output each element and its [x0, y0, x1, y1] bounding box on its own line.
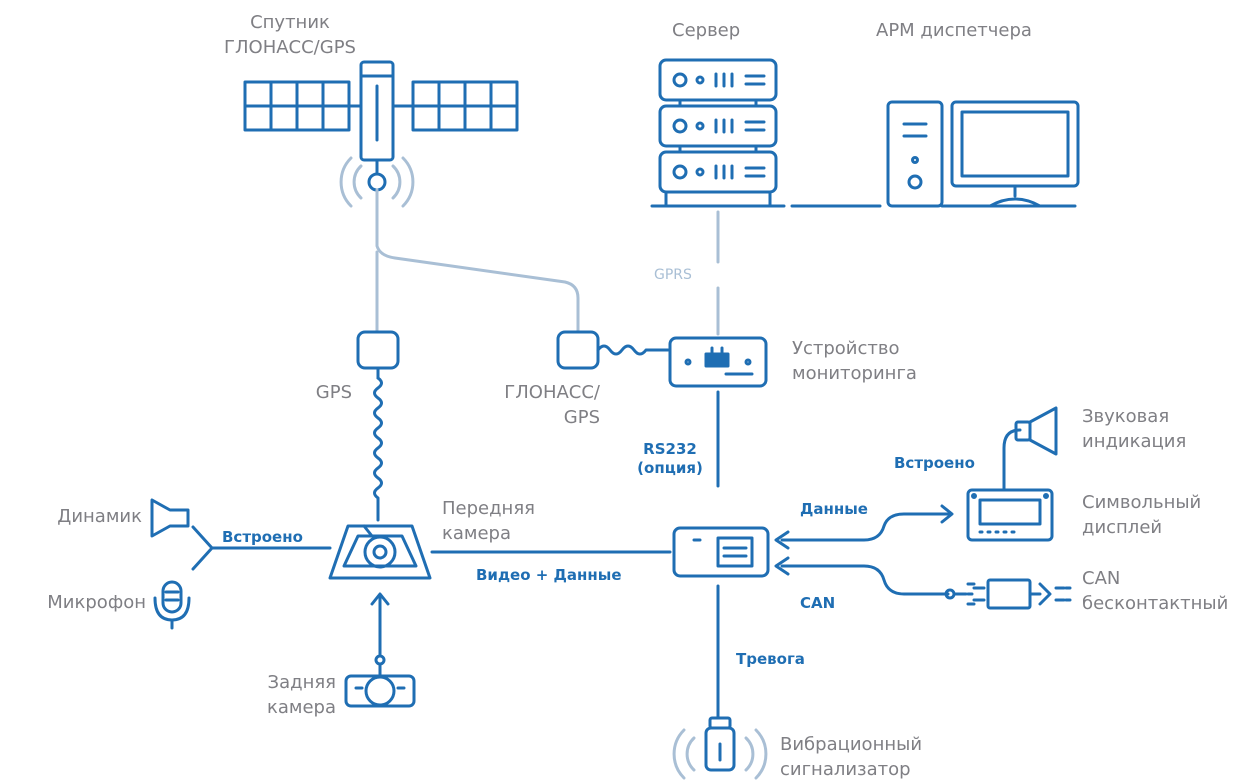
microphone-icon [153, 580, 191, 630]
central-unit-icon [672, 526, 770, 578]
label-data: Данные [800, 500, 868, 518]
label-char-display: Символьный дисплей [1082, 492, 1202, 538]
can-arrow [774, 556, 950, 596]
sound-indicator-icon [1014, 406, 1058, 456]
satellite-signal-lines [375, 188, 580, 334]
audio-links [191, 525, 332, 571]
gps-antenna-icon [356, 330, 400, 522]
label-front-camera: Передняя камера [442, 498, 535, 544]
label-alarm: Тревога [736, 650, 805, 668]
vibration-sensor-icon [672, 716, 768, 780]
satellite-icon [243, 60, 519, 208]
label-rear-camera: Задняя камера [266, 672, 336, 718]
label-video-data: Видео + Данные [476, 566, 622, 584]
label-monitoring-device: Устройство мониторинга [792, 338, 917, 384]
front-camera-icon [328, 524, 432, 580]
glonass-antenna-icon [556, 330, 670, 370]
label-glonass-antenna: ГЛОНАСС/ GPS [504, 382, 600, 428]
label-satellite: Спутник ГЛОНАСС/GPS [224, 12, 356, 58]
label-can: CAN [800, 594, 836, 612]
label-speaker: Динамик [57, 506, 142, 527]
workstation-icon [886, 100, 1080, 208]
label-sound-indication: Звуковая индикация [1082, 406, 1187, 452]
label-rs232: RS232 (опция) [637, 440, 703, 477]
speaker-icon [150, 498, 190, 538]
label-vibration-sensor: Вибрационный сигнализатор [780, 734, 923, 780]
server-icon [650, 58, 786, 208]
label-server: Сервер [672, 20, 741, 41]
label-microphone: Микрофон [47, 592, 146, 613]
label-can-contactless: CAN бесконтактный [1082, 568, 1229, 614]
can-reader-icon [944, 578, 1072, 610]
label-builtin-audio: Встроено [222, 528, 303, 546]
label-gprs: GPRS [654, 267, 692, 283]
rear-camera-icon [344, 592, 416, 708]
label-builtin-indication: Встроено [894, 454, 975, 472]
label-gps-antenna: GPS [315, 382, 352, 403]
monitoring-device-icon [668, 336, 768, 388]
label-dispatcher: АРМ диспетчера [876, 20, 1032, 41]
data-arrow [774, 504, 954, 550]
